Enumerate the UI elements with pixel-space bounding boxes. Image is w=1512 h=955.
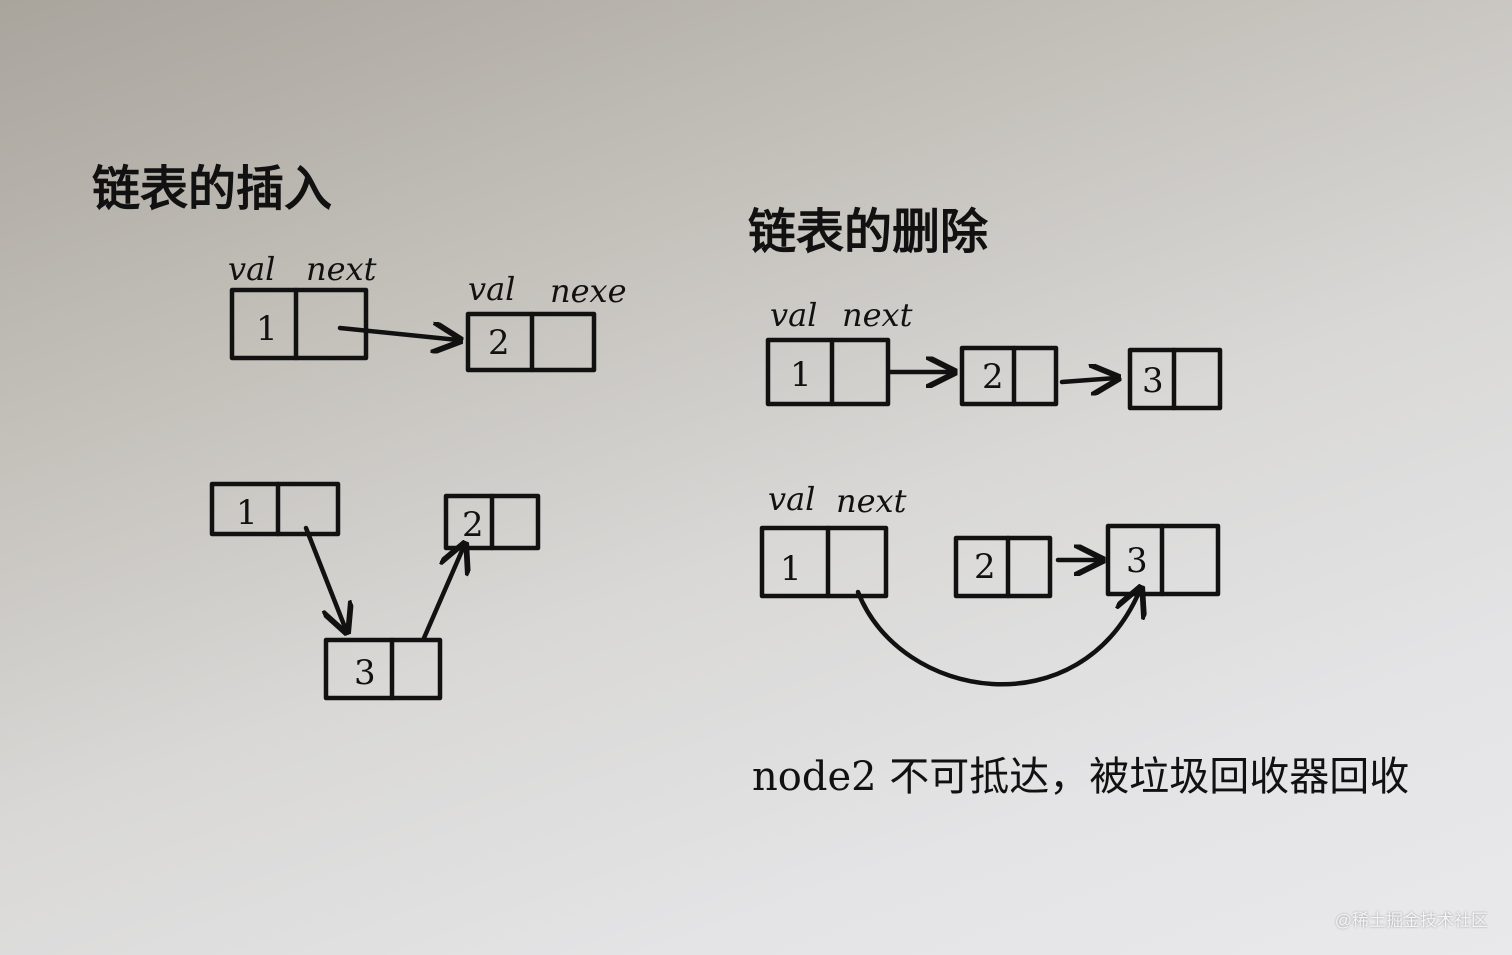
insert-arrow-1-to-2: [337, 328, 458, 340]
node-value: 2: [462, 505, 484, 545]
insert-next-label-2: nexe: [550, 272, 627, 310]
delete-row2-arrow-1-to-3: [855, 590, 1140, 687]
insert-next-label: next: [306, 250, 377, 288]
delete-title: 链表的删除: [748, 204, 989, 260]
node-value: 3: [1126, 541, 1148, 581]
node-value: 1: [256, 309, 278, 349]
delete-row2-node-2: 2: [953, 535, 1053, 599]
node-value: 1: [790, 355, 812, 395]
delete-row1-arrow-2-to-3: [1059, 378, 1116, 382]
delete-next-label: next: [842, 296, 913, 334]
node-value: 1: [780, 549, 802, 589]
watermark: @稀土掘金技术社区: [1334, 911, 1488, 930]
delete-row1-node-2: 2: [959, 345, 1059, 407]
insert-node-3-bottom: 3: [323, 637, 443, 701]
insert-node-1-top: 1: [229, 287, 369, 361]
delete-row2-node-1: 1: [759, 525, 889, 599]
node-value: 1: [236, 493, 258, 533]
insert-arrow-3-to-2: [421, 546, 464, 641]
delete-note: node2 不可抵达，被垃圾回收器回收: [752, 754, 1409, 800]
node-value: 3: [354, 653, 376, 693]
node-value: 2: [982, 357, 1004, 397]
insert-section: 链表的插入 val next val nexe 1 2 1 2: [92, 161, 627, 701]
delete-val-label: val: [770, 296, 817, 334]
delete-section: 链表的删除 val next 1 2 3 val next 1: [748, 204, 1409, 800]
insert-arrow-1-to-3: [303, 525, 346, 630]
delete-row1-node-3: 3: [1127, 347, 1223, 411]
insert-node-2-bottom: 2: [443, 493, 541, 551]
delete-row2-node-3: 3: [1105, 523, 1221, 597]
node-value: 3: [1142, 361, 1164, 401]
node-value: 2: [488, 323, 510, 363]
insert-val-label-2: val: [468, 270, 515, 308]
node-value: 2: [974, 547, 996, 587]
insert-node-2-top: 2: [465, 311, 597, 373]
delete-val-label-2: val: [768, 480, 815, 518]
insert-val-label: val: [228, 250, 275, 288]
insert-node-1-bottom: 1: [209, 481, 341, 537]
insert-title: 链表的插入: [92, 161, 332, 217]
delete-row1-node-1: 1: [765, 337, 891, 407]
delete-next-label-2: next: [836, 482, 907, 520]
